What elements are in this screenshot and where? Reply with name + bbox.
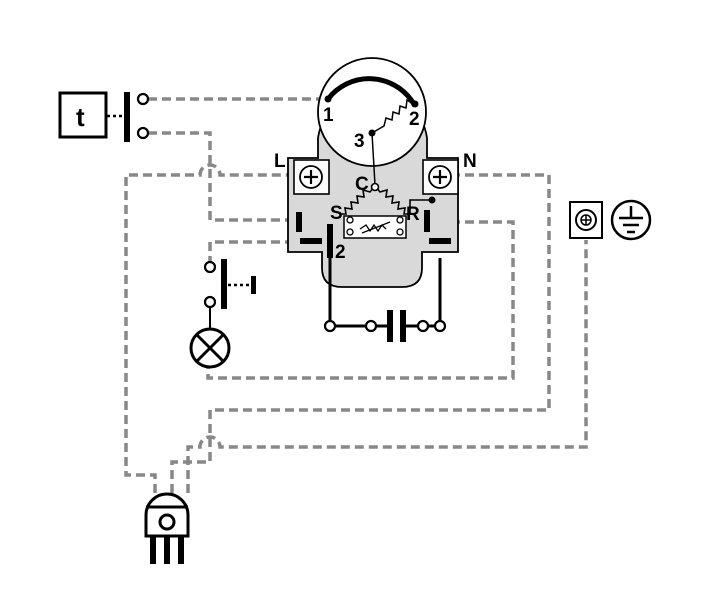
winding-common-node [370,182,380,192]
start-spade-contact [327,224,333,258]
timer-contact-bottom [136,126,150,140]
capacitor-circuit [323,258,447,342]
timer-contact-bar [124,92,130,142]
neutral-spade-contact [429,238,451,244]
run-spade-contact [424,210,430,232]
run-winding-node [428,196,436,204]
heater-wire [371,98,414,134]
bimetal-arc [326,76,418,108]
motor-windings [340,186,410,215]
earth-ground-icon [569,199,652,241]
door-switch-contact-top [203,260,217,274]
line-spade-contact-lower [300,238,322,244]
neutral-terminal-screw-icon [428,165,452,189]
winding-label-start: S [330,203,343,224]
terminal-label-neutral: N [463,151,477,172]
timer-box [58,91,108,139]
overload-label-3: 3 [354,131,365,152]
overload-terminal-2 [411,100,419,108]
timer-label: t [76,102,85,132]
plug-earth-pin [158,513,176,531]
wire-plug-line [124,163,293,493]
door-switch-stop [251,276,256,294]
timer-contact-top [136,92,150,106]
winding-label-run: R [406,204,420,225]
overload-terminal-3 [368,129,376,137]
line-spade-contact [296,212,302,232]
ptc-node-1 [346,216,354,224]
wire-lamp-loop [206,220,515,380]
overload-label-1: 1 [323,105,334,126]
start-contact-label: 2 [335,242,346,263]
wire-timer-to-start [148,131,300,222]
ptc-node-3 [396,216,404,224]
overload-label-2: 2 [409,109,420,130]
door-switch-contact-bottom [203,295,217,309]
overload-link [371,132,376,186]
lamp-icon [189,327,231,369]
line-terminal-screw-icon [299,165,323,189]
door-switch-icon [203,259,256,328]
winding-label-common: C [355,174,369,195]
wire-plug-earth [186,240,588,493]
run-winding-lead [409,199,432,214]
relay-unit: 1 2 3 C S R 2 L N [274,57,477,288]
door-switch-bar [221,259,227,309]
wire-door-switch [208,240,295,265]
ptc-node-2 [346,228,354,236]
mains-plug-icon [144,492,190,564]
wiring-harness [124,97,588,493]
overload-terminal-1 [324,95,332,103]
timer-switch: t [58,91,150,142]
capacitor-icon [387,310,406,342]
wire-plug-neutral [170,173,551,493]
ptc-node-4 [396,228,404,236]
earth-symbol [610,199,652,241]
ptc-element [359,221,391,234]
terminal-label-line: L [274,151,286,172]
